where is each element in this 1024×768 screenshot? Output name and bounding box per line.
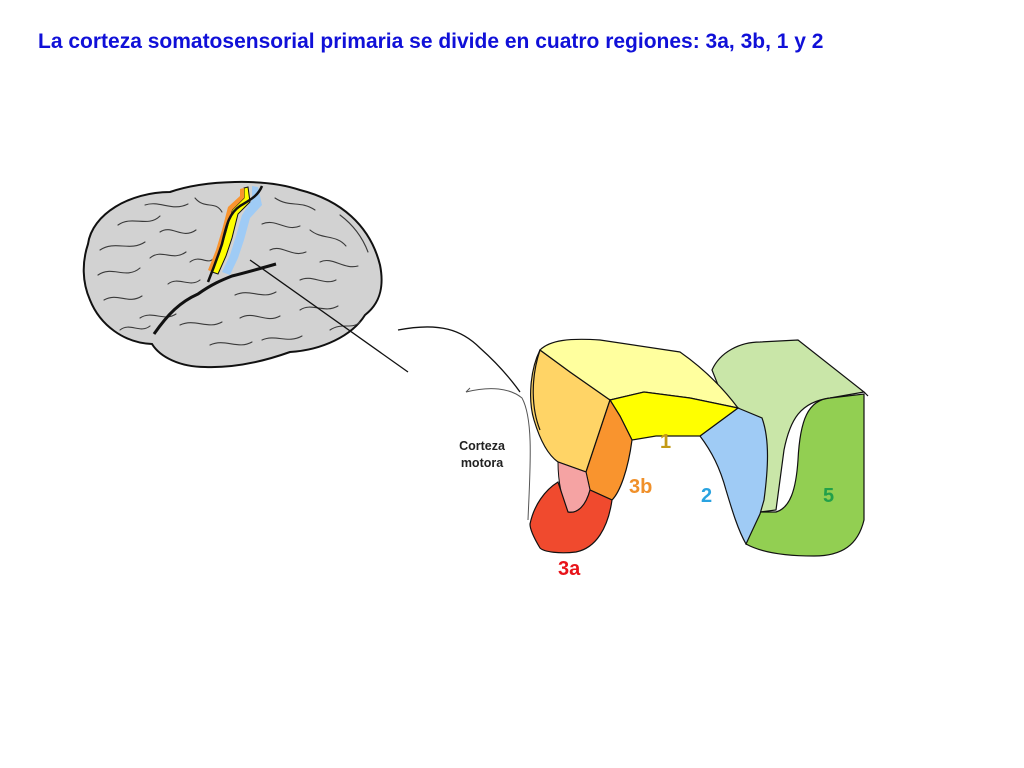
brain-illustration [82,181,521,393]
motor-cortex-outline [465,388,531,521]
label-area-1: 1 [660,431,672,453]
label-area-5: 5 [823,485,835,507]
pointer-line-1 [249,259,409,373]
label-area-3b: 3b [629,476,653,498]
label-area-2: 2 [701,485,713,507]
central-sulcus [206,185,264,283]
area-2-strip [222,186,262,275]
area-1-front [609,391,740,441]
pointer-line-2 [397,326,521,393]
cortex-section [465,338,869,557]
lateral-sulcus [152,262,277,335]
slide-title: La corteza somatosensorial primaria se d… [38,30,824,53]
label-area-3a: 3a [558,558,581,580]
area-3a-region [529,481,613,554]
area-2-region [699,407,769,546]
